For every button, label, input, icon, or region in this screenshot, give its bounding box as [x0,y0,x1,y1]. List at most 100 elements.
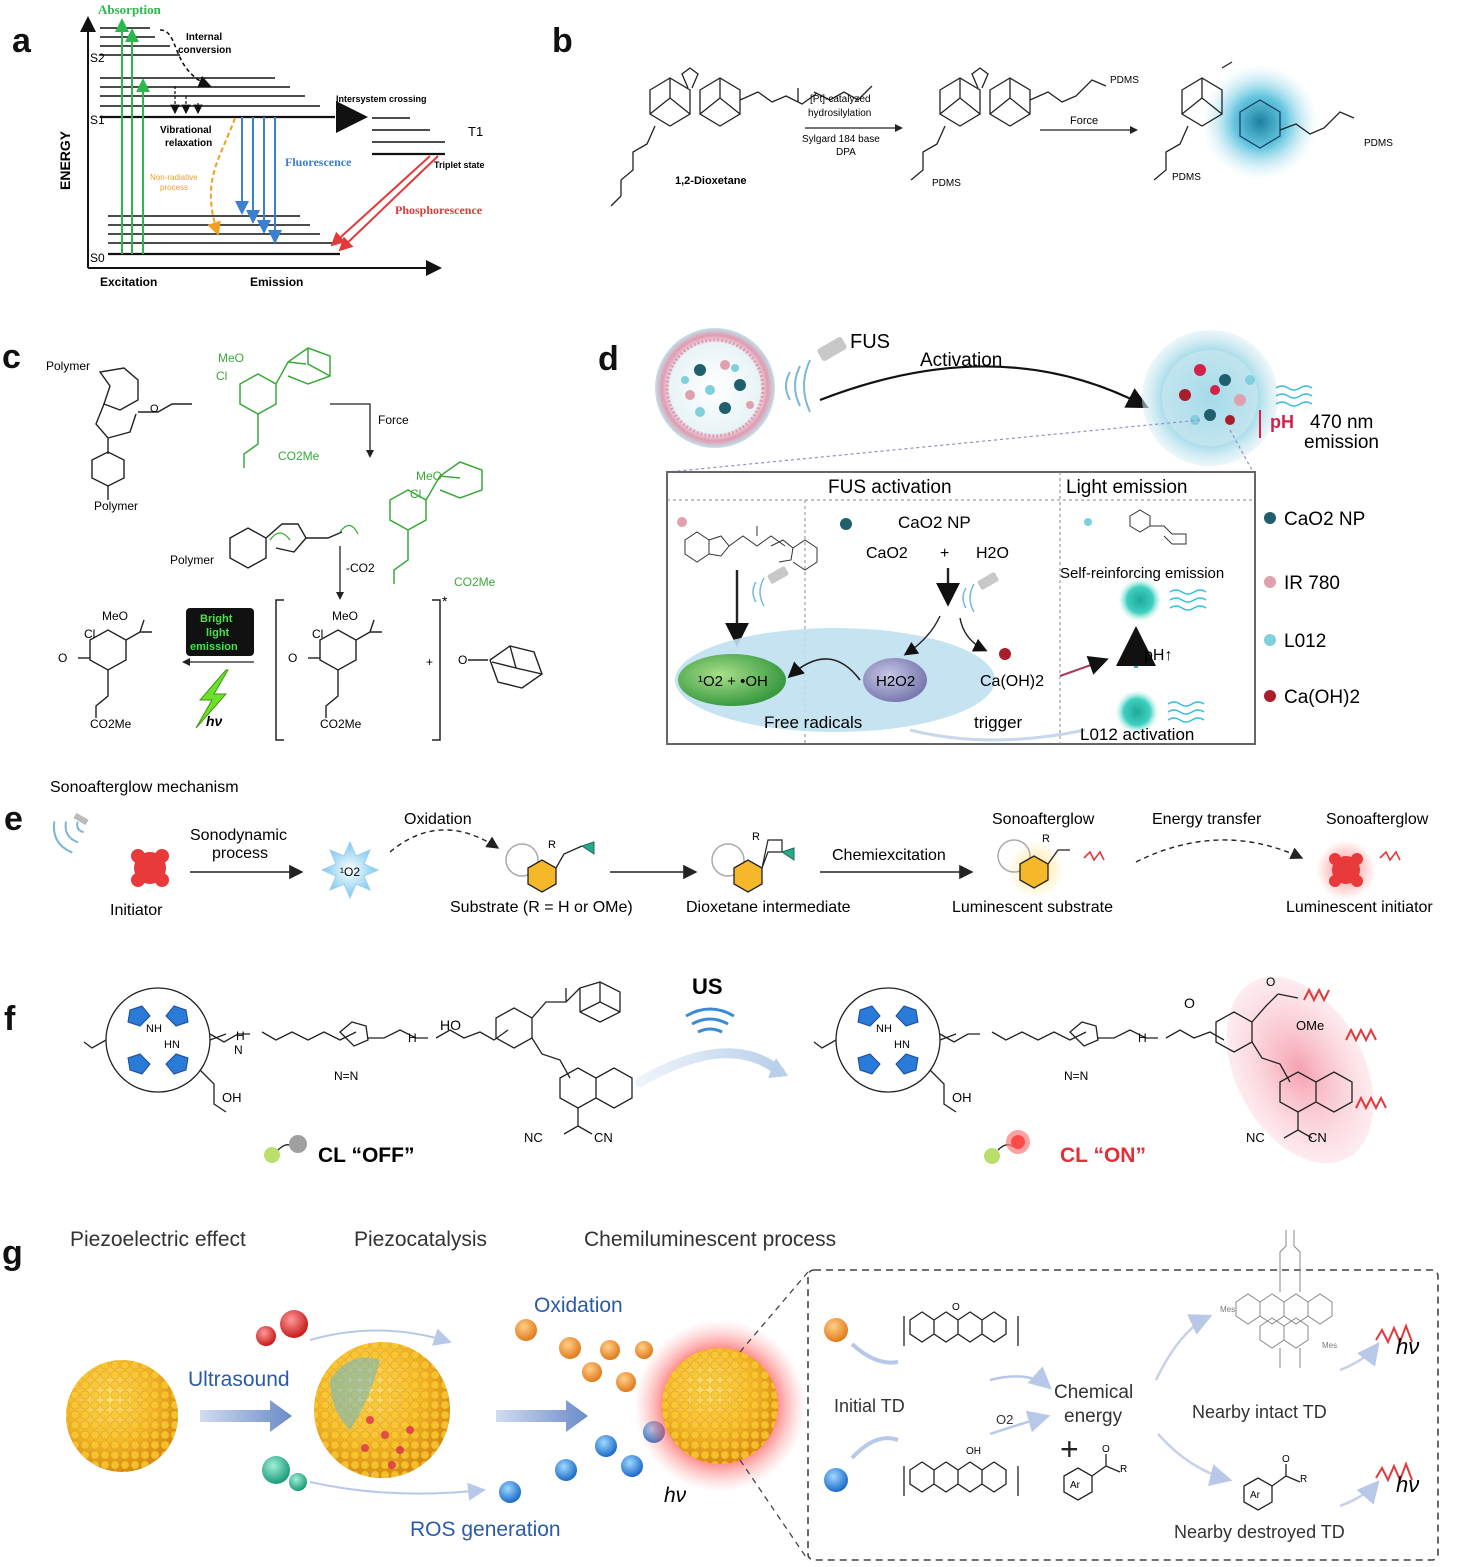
porphyrin-left [83,987,227,1113]
diagram-label: Excitation [100,275,157,289]
legend-swatch-ir780 [1264,576,1276,588]
diagram-label: hν [1396,1472,1419,1497]
diagram-label: HN [164,1039,180,1051]
diagram-label: Self-reinforcing emission [1060,565,1224,582]
diagram-label: CN [1308,1130,1327,1145]
diagram-label: PDMS [1172,172,1201,183]
diagram-label: R [752,831,760,843]
diagram-label: O [458,653,467,667]
diagram-label: R [1120,1464,1127,1475]
diagram-label: 1,2-Dioxetane [675,175,747,187]
diagram-label: MeO [332,609,358,623]
diagram-label: CO2Me [90,717,132,731]
diagram-label: Initiator [110,902,163,919]
diagram-label: Force [378,413,409,427]
diagram-label: O [58,651,67,665]
diagram-label: DPA [836,147,856,158]
diagram-label: IR 780 [1284,573,1340,594]
diagram-label: Cl [216,369,227,383]
diagram-label: CaO2 NP [898,513,971,532]
t1-label: T1 [468,124,483,139]
diagram-label: Internal [186,32,222,43]
diagram-label: light [206,627,230,639]
absorption-label: Absorption [98,2,162,17]
energy-axis-label: ENERGY [57,130,73,190]
diagram-label: hydrosilylation [808,108,871,119]
diagram-label: hν [1396,1334,1419,1359]
panel-d-letter: d [598,340,619,378]
diagram-label: Ar [1250,1490,1261,1501]
diagram-label: emission [190,641,238,653]
panel-f-cl-probe-scheme: NH HN OH H N N=N H HO NC CN CL “OFF” US … [83,974,1387,1167]
panel-f-letter: f [4,1000,16,1038]
diagram-label: Ar [1070,1480,1081,1491]
diagram-label: Light emission [1066,477,1187,498]
diagram-label: H2O2 [876,673,915,690]
diagram-label: [Pt]-catalyzed [810,94,871,105]
diagram-label: + [1060,1431,1079,1467]
diagram-label: PDMS [1364,138,1393,149]
diagram-label: Sonoafterglow mechanism [50,779,239,796]
diagram-label: pH↑ [1144,647,1172,664]
diagram-label: Chemiluminescent process [584,1228,836,1251]
diagram-label: R [548,839,556,851]
diagram-label: NC [1246,1130,1265,1145]
panel-e-sonoafterglow-scheme: Sonoafterglow mechanism Initiator Sonody… [50,779,1433,919]
diagram-label: R [1042,833,1050,845]
diagram-label: O [1184,995,1195,1011]
diagram-label: Nearby destroyed TD [1174,1522,1345,1542]
s2-label: S2 [90,51,105,65]
panel-d-legend: CaO2 NP IR 780 L012 Ca(OH)2 [1264,509,1365,708]
diagram-label: Free radicals [764,713,862,732]
diagram-label: CL “OFF” [318,1144,414,1167]
diagram-label: L012 activation [1080,725,1194,744]
diagram-label: ROS generation [410,1518,561,1541]
diagram-label: OH [952,1090,972,1105]
diagram-label: Cl [84,627,95,641]
diagram-label: Sonodynamic [190,827,287,844]
diagram-label: N [234,1043,243,1057]
fluorescence-label: Fluorescence [285,155,352,169]
diagram-label: trigger [974,713,1023,732]
diagram-label: + [426,655,433,669]
diagram-label: O2 [996,1412,1013,1427]
diagram-label: Ca(OH)2 [980,673,1044,690]
diagram-label: Ultrasound [188,1368,290,1391]
diagram-label: Luminescent substrate [952,899,1113,916]
diagram-label: OH [966,1446,981,1457]
diagram-label: H2O [976,545,1009,562]
diagram-label: NC [524,1130,543,1145]
diagram-label: Luminescent initiator [1286,899,1433,916]
panel-a-jablonski-diagram: Absorption Internal conversion S2 S1 S0 … [57,2,485,289]
diagram-label: R [1300,1474,1307,1485]
s1-label: S1 [90,113,105,127]
diagram-label: H [1138,1031,1147,1045]
diagram-label: CO2Me [454,575,496,589]
diagram-label: -CO2 [346,561,375,575]
diagram-label: + [940,545,949,562]
diagram-label: Nearby intact TD [1192,1402,1327,1422]
diagram-label: Activation [920,350,1002,371]
panel-e-letter: e [4,800,23,838]
diagram-label: Sonoafterglow [992,811,1095,828]
diagram-label: H [408,1031,417,1045]
diagram-label: O [1102,1444,1110,1455]
diagram-label: Mes [1322,1341,1337,1350]
diagram-label: Bright [200,613,233,625]
diagram-label: OMe [1296,1018,1324,1033]
diagram-label: Oxidation [534,1294,623,1317]
diagram-label: MeO [416,469,442,483]
diagram-label: MeO [218,351,244,365]
diagram-label: Vibrational [160,125,212,136]
diagram-label: Chemical [1054,1382,1133,1403]
diagram-label: FUS activation [828,477,952,498]
diagram-label: process [160,183,188,192]
diagram-label: CaO2 NP [1284,509,1365,530]
diagram-label: hν [664,1484,687,1507]
diagram-label: ¹O2 [340,865,360,879]
diagram-label: ¹O2 + •OH [698,673,768,690]
legend-swatch-cao2 [1264,512,1276,524]
legend-swatch-caoh2 [1264,690,1276,702]
diagram-label: Sonoafterglow [1326,811,1429,828]
legend-swatch-l012 [1264,634,1276,646]
